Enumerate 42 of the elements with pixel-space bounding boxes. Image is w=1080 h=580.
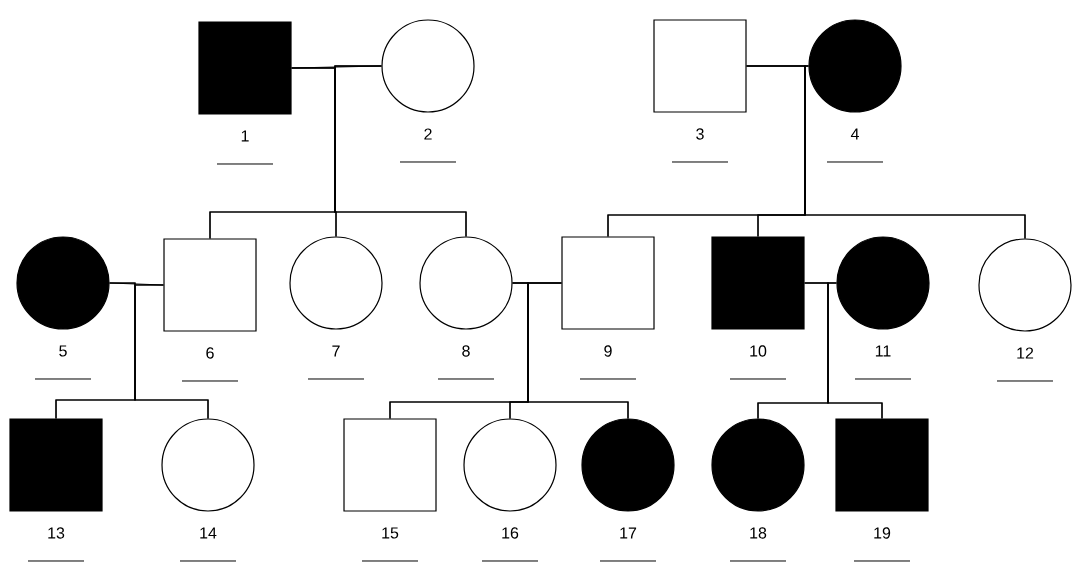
descent-line bbox=[827, 282, 883, 419]
circle-symbol bbox=[381, 19, 475, 113]
individual-number: 13 bbox=[48, 527, 65, 539]
individual-number: 3 bbox=[696, 128, 704, 140]
filled-square-symbol bbox=[711, 236, 805, 330]
filled-circle-symbol bbox=[711, 418, 805, 512]
individual-number: 4 bbox=[850, 128, 859, 140]
individual-number: 17 bbox=[620, 527, 637, 539]
individual-number: 16 bbox=[502, 527, 519, 539]
individual-number: 5 bbox=[59, 345, 67, 357]
individual-number: 6 bbox=[206, 347, 214, 359]
individual-number: 9 bbox=[604, 345, 612, 357]
filled-square-symbol bbox=[835, 418, 929, 512]
square-symbol bbox=[653, 19, 747, 113]
individual-number: 11 bbox=[875, 345, 891, 357]
filled-square-symbol bbox=[9, 418, 103, 512]
descent-line bbox=[334, 65, 467, 237]
circle-symbol bbox=[289, 236, 383, 330]
square-symbol bbox=[561, 236, 655, 330]
individual-number: 8 bbox=[462, 345, 470, 357]
filled-circle-symbol bbox=[808, 19, 902, 113]
circle-symbol bbox=[161, 418, 255, 512]
circle-symbol bbox=[978, 238, 1072, 332]
individual-number: 19 bbox=[874, 527, 891, 539]
square-symbol bbox=[343, 418, 437, 512]
individual-number: 7 bbox=[332, 345, 340, 357]
individual-number: 2 bbox=[424, 128, 432, 140]
individual-number: 18 bbox=[750, 527, 767, 539]
individual-number: 14 bbox=[200, 527, 217, 539]
filled-circle-symbol bbox=[581, 418, 675, 512]
circle-symbol bbox=[419, 236, 513, 330]
filled-square-symbol bbox=[198, 21, 292, 115]
filled-circle-symbol bbox=[16, 236, 110, 330]
individual-number: 15 bbox=[382, 527, 399, 539]
circle-symbol bbox=[463, 418, 557, 512]
descent-line bbox=[804, 65, 1026, 239]
individual-number: 10 bbox=[750, 345, 767, 357]
square-symbol bbox=[163, 238, 257, 332]
individual-number: 1 bbox=[241, 130, 249, 142]
descent-line bbox=[134, 284, 209, 419]
filled-circle-symbol bbox=[836, 236, 930, 330]
individual-number: 12 bbox=[1017, 347, 1034, 359]
